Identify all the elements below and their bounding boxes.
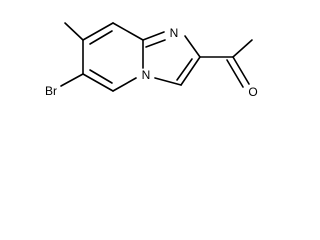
bond-c8-c7-inner [89,30,113,45]
bond-c5-n4 [112,77,137,92]
bond-c7-methyl [64,22,84,41]
bond-c8-c7-double [82,22,114,41]
chemical-structure: N N Br O [45,22,258,99]
bond-n1-c2 [184,35,201,58]
bond-c3-n4 [154,77,182,86]
bond-carbonyl-o-inner [226,59,244,88]
bond-c8a-n1-inner [145,39,166,48]
bond-carbonyl-o-double [232,56,250,85]
bond-c2-c3-double [180,56,201,86]
bond-c2-c3-inner [176,58,193,81]
bond-carbonyl-methyl [232,39,253,58]
bond-c6-br [60,73,84,87]
bond-c6-c5-inner [89,69,113,84]
bond-c6-c5-double [82,73,114,92]
atom-label-n-bridge: N [142,68,151,82]
bond-c8a-n1-double [142,31,165,41]
atom-label-bromine: Br [45,84,57,98]
bond-c8a-c8 [112,22,144,41]
atom-label-n-imine: N [170,26,179,40]
atom-label-oxygen: O [248,85,257,99]
